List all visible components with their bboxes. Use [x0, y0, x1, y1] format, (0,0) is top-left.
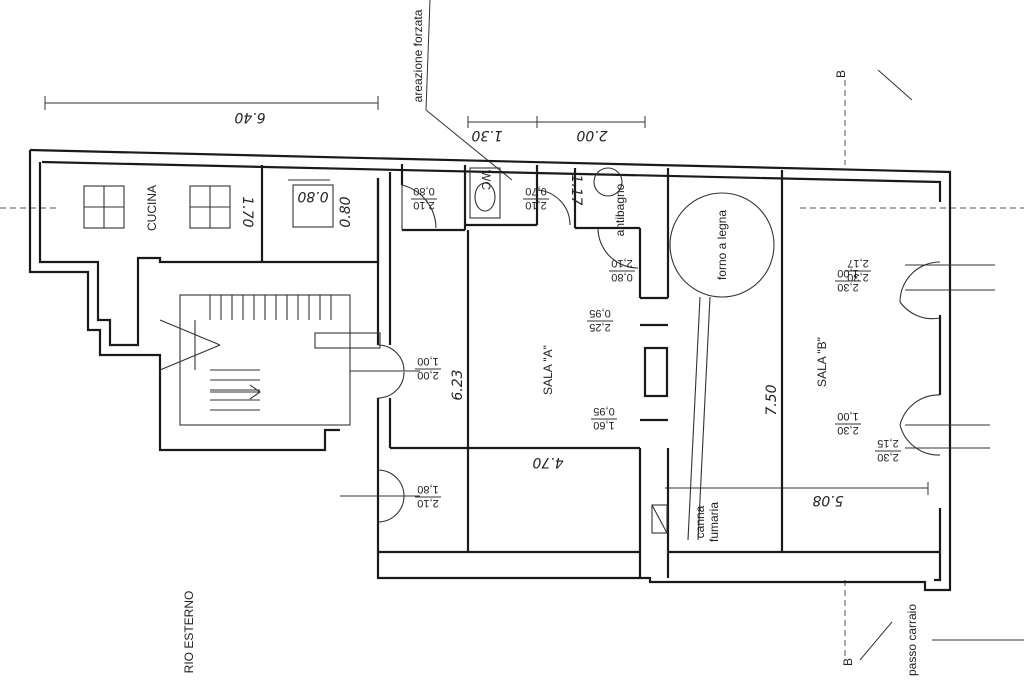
room-label-antibagno: antibagno — [613, 183, 627, 236]
room-label-sala-a: SALA "A" — [541, 345, 555, 395]
opening-height: 2,30 — [837, 424, 858, 436]
section-mark-bottom: B — [841, 658, 855, 666]
opening-height: 2,10 — [525, 199, 546, 211]
room-label-wc: WC — [479, 170, 493, 190]
dim-antibagno-v: 1.17 — [568, 174, 584, 205]
staircase — [159, 294, 381, 426]
opening-pair: 2,30 2,15 — [875, 437, 901, 463]
opening-width: 2,15 — [877, 437, 898, 449]
opening-pair: 2,00 1,00 — [415, 355, 441, 381]
dim-overall-width: 6.40 — [234, 109, 265, 125]
kitchen-fixtures — [83, 184, 334, 229]
opening-height: 2,10 — [413, 199, 434, 211]
room-label-forno: forno a legna — [715, 210, 729, 280]
opening-pair: 2,30 1,00 — [835, 410, 861, 436]
opening-width: 1,00 — [837, 267, 858, 279]
opening-height: 2,30 — [847, 271, 868, 283]
opening-height: 1,60 — [593, 419, 614, 431]
room-label-cucina: CUCINA — [145, 185, 159, 231]
wood-oven — [651, 192, 775, 541]
opening-width: 1,00 — [837, 410, 858, 422]
opening-width: 2,17 — [847, 257, 868, 269]
interior-walls — [260, 164, 940, 578]
note-passo-carraio: passo carraio — [905, 604, 919, 676]
dimension-lines — [44, 96, 929, 495]
note-rio-esterno: RIO ESTERNO — [182, 591, 196, 674]
dim-window-cucina: 0.80 — [297, 188, 328, 204]
doors — [340, 184, 995, 523]
opening-pair: 2,10 1,80 — [415, 483, 441, 509]
opening-width: 0,80 — [413, 185, 434, 197]
opening-width: 0,70 — [525, 185, 546, 197]
dim-wc-width: 1.30 — [471, 127, 502, 143]
reference-lines — [0, 0, 1024, 661]
opening-width: 2,10 — [611, 257, 632, 269]
note-areazione: areazione forzata — [411, 9, 425, 102]
opening-dimensions: 2,10 0,80 2,10 0,70 0,80 2,10 2,25 0,95 2,00 1,00… — [411, 185, 901, 509]
label-canna-2: fumaria — [707, 502, 721, 542]
dim-sala-b-width: 5.08 — [812, 492, 843, 508]
opening-height: 0,80 — [611, 271, 632, 283]
dim-sala-a-height: 6.23 — [450, 369, 466, 400]
opening-pair: 0,80 2,10 — [609, 257, 635, 283]
opening-pair: 2,25 0,95 — [587, 307, 613, 333]
opening-height: 2,30 — [837, 281, 858, 293]
opening-height: 2,25 — [589, 321, 610, 333]
dim-sala-b-height: 7.50 — [764, 384, 780, 415]
opening-width: 1,00 — [417, 355, 438, 367]
opening-height: 2,00 — [417, 369, 438, 381]
dim-sala-a-width: 4.70 — [532, 454, 563, 470]
opening-pair: 2,10 0,70 — [523, 185, 549, 211]
opening-width: 0,95 — [593, 405, 614, 417]
opening-pair: 2,10 0,80 — [411, 185, 437, 211]
opening-height: 2,30 — [877, 451, 898, 463]
opening-pair: 2,30 1,00 — [835, 267, 861, 293]
exterior-walls — [28, 148, 952, 592]
wc-fixtures — [469, 167, 623, 219]
opening-height: 2,10 — [417, 497, 438, 509]
opening-pair: 2,30 2,17 — [845, 257, 871, 283]
opening-pair: 1,60 0,95 — [591, 405, 617, 431]
dim-window-cucina-v: 0.80 — [338, 196, 354, 227]
room-label-sala-b: SALA "B" — [815, 337, 829, 387]
dim-cucina-depth: 1.70 — [239, 196, 255, 227]
section-mark-top: B — [834, 70, 848, 78]
opening-width: 1,80 — [417, 483, 438, 495]
opening-width: 0,95 — [589, 307, 610, 319]
label-canna-1: canna — [693, 505, 707, 538]
dim-antibagno-width: 2.00 — [576, 127, 607, 143]
